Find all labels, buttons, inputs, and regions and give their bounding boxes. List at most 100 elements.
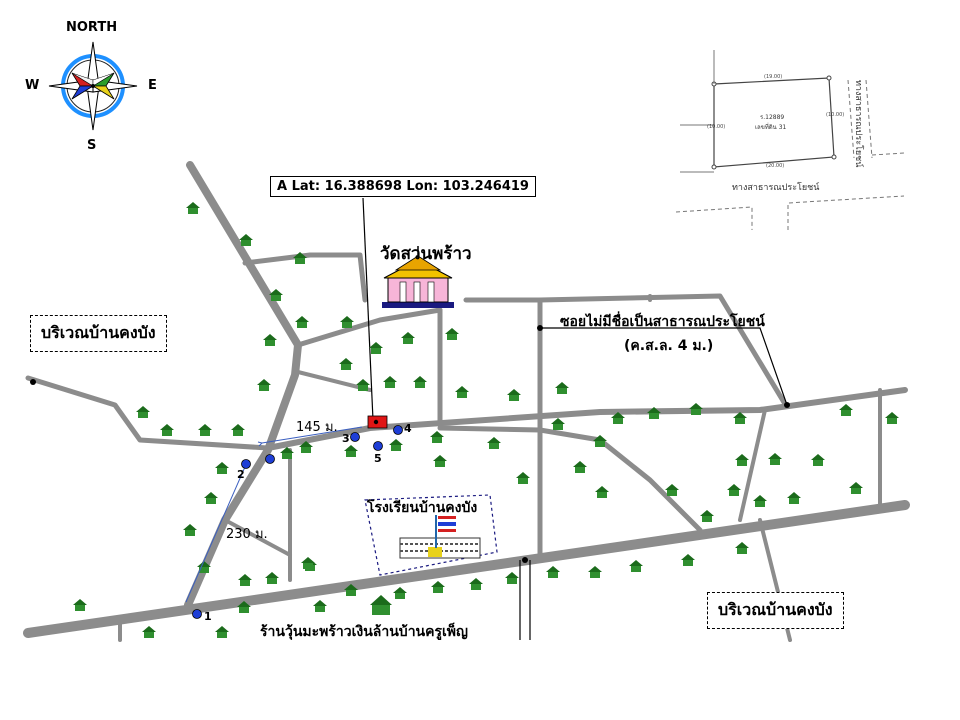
house-icon: [487, 437, 501, 449]
house-icon: [753, 495, 767, 507]
house-icon: [733, 412, 747, 424]
house-icon: [629, 560, 643, 572]
house-icon: [811, 454, 825, 466]
shop-label: ร้านวุ้นมะพร้าวเงินล้านบ้านครูเพ็ญ: [260, 624, 468, 640]
road-label-line1: ซอยไม่มีชื่อเป็นสาธารณประโยชน์: [560, 314, 765, 330]
house-icon: [301, 557, 315, 569]
inset-parcel-no: ร.12889: [760, 114, 785, 121]
house-icon: [160, 424, 174, 436]
inset-dim-top: (19.00): [764, 74, 783, 80]
house-icon: [257, 379, 271, 391]
house-icon: [293, 252, 307, 264]
house-icons: [73, 202, 899, 638]
house-icon: [239, 234, 253, 246]
house-icon: [647, 407, 661, 419]
house-icon: [344, 584, 358, 596]
school-boundary: [364, 494, 498, 576]
flag-icon: [438, 516, 456, 532]
house-icon: [735, 454, 749, 466]
plot-inset: [675, 50, 905, 230]
house-icon: [401, 332, 415, 344]
temple-icon: [382, 246, 454, 308]
house-icon: [611, 412, 625, 424]
area-label-left: บริเวณบ้านคงบัง: [30, 315, 167, 352]
compass-south-label: S: [87, 138, 97, 153]
house-icon: [215, 462, 229, 474]
house-icon: [383, 376, 397, 388]
point-marker: [373, 441, 383, 451]
point-marker: [265, 454, 275, 464]
house-icon: [280, 447, 294, 459]
inset-road-right: ทางสาธารณประโยชน์: [853, 80, 863, 168]
house-icon: [344, 445, 358, 457]
house-icon: [735, 542, 749, 554]
coordinate-label: A Lat: 16.388698 Lon: 103.246419: [270, 176, 536, 197]
junction-dots: [30, 325, 790, 563]
house-icon: [768, 453, 782, 465]
house-icon: [665, 484, 679, 496]
shop-house-icon: [370, 595, 392, 615]
house-icon: [393, 587, 407, 599]
house-icon: [588, 566, 602, 578]
house-icon: [237, 601, 251, 613]
house-icon: [313, 600, 327, 612]
distance-label-230: 230 ม.: [226, 527, 268, 542]
house-icon: [369, 342, 383, 354]
house-icon: [455, 386, 469, 398]
house-icon: [183, 524, 197, 536]
point-marker: [350, 432, 360, 442]
house-icon: [593, 435, 607, 447]
house-icon: [885, 412, 899, 424]
inset-dim-bottom: (20.00): [766, 163, 785, 169]
house-icon: [265, 572, 279, 584]
house-icon: [295, 316, 309, 328]
house-icon: [263, 334, 277, 346]
point-label-4: 4: [404, 422, 412, 435]
house-icon: [469, 578, 483, 590]
house-icon: [73, 599, 87, 611]
house-icon: [198, 424, 212, 436]
house-icon: [689, 403, 703, 415]
distance-lines: [185, 426, 363, 603]
house-icon: [389, 439, 403, 451]
survey-points: [192, 425, 403, 619]
house-icon: [215, 626, 229, 638]
house-icon: [551, 418, 565, 430]
house-icon: [505, 572, 519, 584]
house-icon: [573, 461, 587, 473]
point-marker: [241, 459, 251, 469]
house-icon: [136, 406, 150, 418]
house-icon: [516, 472, 530, 484]
point-marker: [192, 609, 202, 619]
house-icon: [433, 455, 447, 467]
house-icon: [204, 492, 218, 504]
house-icon: [681, 554, 695, 566]
distance-label-145: 145 ม.: [296, 420, 338, 435]
compass-rose-icon: [48, 41, 138, 131]
house-icon: [700, 510, 714, 522]
house-icon: [787, 492, 801, 504]
house-icon: [431, 581, 445, 593]
house-icon: [727, 484, 741, 496]
point-label-3: 3: [342, 432, 350, 445]
house-icon: [299, 441, 313, 453]
house-icon: [507, 389, 521, 401]
house-icon: [340, 316, 354, 328]
house-icon: [339, 358, 353, 370]
house-icon: [595, 486, 609, 498]
house-icon: [197, 561, 211, 573]
house-icon: [142, 626, 156, 638]
house-icon: [849, 482, 863, 494]
temple-name: วัดสวนพร้าว: [380, 244, 472, 264]
area-label-bottom-right: บริเวณบ้านคงบัง: [707, 592, 844, 629]
house-icon: [430, 431, 444, 443]
inset-parcel-sub: เลขที่ดิน 31: [755, 124, 787, 131]
house-icon: [546, 566, 560, 578]
house-icon: [269, 289, 283, 301]
point-label-1: 1: [204, 610, 212, 623]
house-icon: [555, 382, 569, 394]
compass-west-label: W: [25, 78, 40, 93]
school-name: โรงเรียนบ้านคงบัง: [367, 500, 478, 516]
connector-lines: [362, 197, 788, 640]
